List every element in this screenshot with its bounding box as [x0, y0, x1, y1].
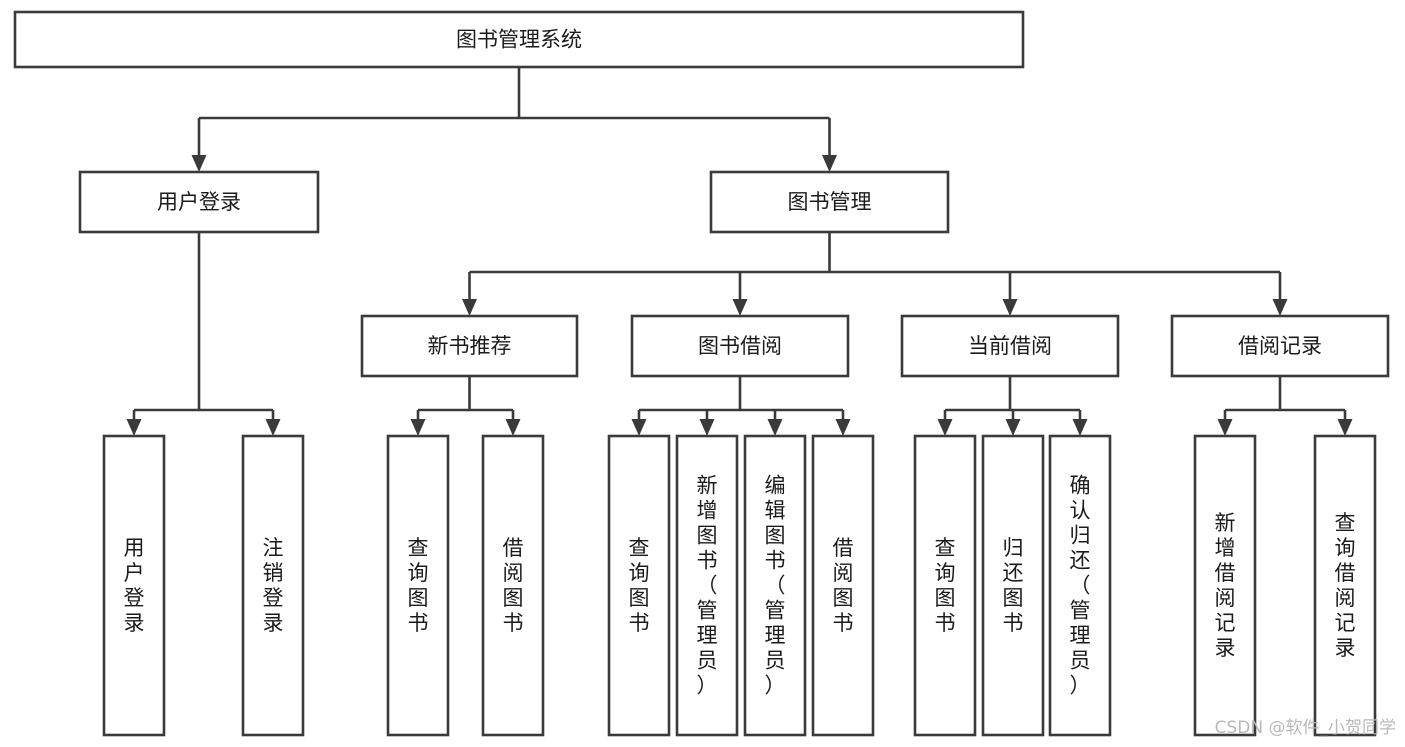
level3-node-1-label: 图书借阅 — [698, 334, 782, 358]
arrowhead-icon — [505, 419, 521, 436]
leaf-node-4[interactable]: 查询图书 — [607, 434, 671, 737]
leaf-node-9-box[interactable] — [981, 434, 1045, 737]
level3-node-0-box[interactable] — [360, 314, 579, 378]
level2-node-1-label: 图书管理 — [788, 190, 872, 214]
level2-node-0-label: 用户登录 — [157, 190, 241, 214]
leaf-node-2[interactable]: 查询图书 — [386, 434, 450, 737]
arrowhead-icon — [1272, 299, 1288, 316]
level2-node-1[interactable]: 图书管理 — [709, 170, 950, 234]
arrowhead-icon — [1337, 419, 1353, 436]
leaf-node-10-label: 确认归还（管理员） — [1070, 474, 1091, 698]
level3-node-3-label: 借阅记录 — [1238, 334, 1322, 358]
leaf-node-10-box[interactable] — [1048, 434, 1112, 737]
leaf-node-6[interactable]: 编辑图书（管理员） — [743, 434, 807, 737]
leaf-node-7-box[interactable] — [811, 434, 875, 737]
leaf-node-6-box[interactable] — [743, 434, 807, 737]
arrowhead-icon — [835, 419, 851, 436]
leaf-node-11-box[interactable] — [1193, 434, 1257, 737]
level2-node-0-box[interactable] — [78, 170, 320, 234]
leaf-node-5-box[interactable] — [675, 434, 739, 737]
leaf-node-7[interactable]: 借阅图书 — [811, 434, 875, 737]
leaf-node-3-box[interactable] — [481, 434, 545, 737]
leaf-node-11[interactable]: 新增借阅记录 — [1193, 434, 1257, 737]
arrowhead-icon — [732, 299, 748, 316]
arrowhead-icon — [767, 419, 783, 436]
level3-node-1[interactable]: 图书借阅 — [630, 314, 850, 378]
leaf-node-4-box[interactable] — [607, 434, 671, 737]
leaf-node-8-label: 查询图书 — [935, 536, 956, 635]
leaf-node-1[interactable]: 注销登录 — [241, 434, 305, 737]
leaf-node-9-label: 归还图书 — [1003, 536, 1024, 635]
leaf-node-0[interactable]: 用户登录 — [102, 434, 166, 737]
leaf-node-1-label: 注销登录 — [263, 536, 284, 635]
level3-node-0[interactable]: 新书推荐 — [360, 314, 579, 378]
root-node-book-management-system-box[interactable] — [13, 10, 1025, 69]
arrowhead-icon — [631, 419, 647, 436]
arrowhead-icon — [1072, 419, 1088, 436]
leaf-node-3[interactable]: 借阅图书 — [481, 434, 545, 737]
leaf-node-12-box[interactable] — [1313, 434, 1377, 737]
level3-node-1-box[interactable] — [630, 314, 850, 378]
leaf-node-7-label: 借阅图书 — [833, 536, 854, 635]
leaf-node-3-label: 借阅图书 — [503, 536, 524, 635]
leaf-node-12-label: 查询借阅记录 — [1335, 511, 1356, 660]
arrowhead-icon — [1002, 299, 1018, 316]
level3-node-3-box[interactable] — [1170, 314, 1390, 378]
node-layer: 图书管理系统用户登录图书管理新书推荐图书借阅当前借阅借阅记录用户登录注销登录查询… — [13, 10, 1390, 737]
leaf-node-11-label: 新增借阅记录 — [1215, 511, 1236, 660]
leaf-node-6-label: 编辑图书（管理员） — [765, 474, 786, 698]
leaf-node-8-box[interactable] — [913, 434, 977, 737]
arrowhead-icon — [699, 419, 715, 436]
root-node-book-management-system[interactable]: 图书管理系统 — [13, 10, 1025, 69]
branch-book-management — [462, 232, 1288, 316]
branch-book-borrow — [631, 376, 851, 436]
arrowhead-icon — [822, 155, 837, 172]
arrowhead-icon — [126, 419, 142, 436]
arrowhead-icon — [462, 299, 477, 316]
connector-layer — [126, 67, 1353, 436]
arrowhead-icon — [1217, 419, 1233, 436]
leaf-node-10[interactable]: 确认归还（管理员） — [1048, 434, 1112, 737]
branch-root — [191, 67, 837, 172]
branch-new-book — [410, 376, 521, 436]
leaf-node-5[interactable]: 新增图书（管理员） — [675, 434, 739, 737]
leaf-node-8[interactable]: 查询图书 — [913, 434, 977, 737]
level3-node-2-label: 当前借阅 — [968, 334, 1052, 358]
arrowhead-icon — [410, 419, 426, 436]
root-node-book-management-system-label: 图书管理系统 — [456, 28, 582, 52]
arrowhead-icon — [937, 419, 953, 436]
arrowhead-icon — [1005, 419, 1021, 436]
branch-current-borrow — [937, 376, 1088, 436]
branch-user-login — [126, 232, 281, 436]
level3-node-3[interactable]: 借阅记录 — [1170, 314, 1390, 378]
level2-node-1-box[interactable] — [709, 170, 950, 234]
csdn-watermark: CSDN @软件_小贺同学 — [1215, 718, 1396, 738]
leaf-node-12[interactable]: 查询借阅记录 — [1313, 434, 1377, 737]
level3-node-2-box[interactable] — [900, 314, 1120, 378]
leaf-node-0-label: 用户登录 — [124, 536, 145, 635]
level3-node-0-label: 新书推荐 — [428, 334, 512, 358]
level3-node-2[interactable]: 当前借阅 — [900, 314, 1120, 378]
arrowhead-icon — [191, 155, 207, 172]
level2-node-0[interactable]: 用户登录 — [78, 170, 320, 234]
leaf-node-9[interactable]: 归还图书 — [981, 434, 1045, 737]
leaf-node-2-label: 查询图书 — [408, 536, 429, 635]
leaf-node-4-label: 查询图书 — [629, 536, 650, 635]
arrowhead-icon — [265, 419, 281, 436]
branch-borrow-record — [1217, 376, 1353, 436]
leaf-node-5-label: 新增图书（管理员） — [697, 474, 718, 698]
leaf-node-0-box[interactable] — [102, 434, 166, 737]
leaf-node-1-box[interactable] — [241, 434, 305, 737]
leaf-node-2-box[interactable] — [386, 434, 450, 737]
